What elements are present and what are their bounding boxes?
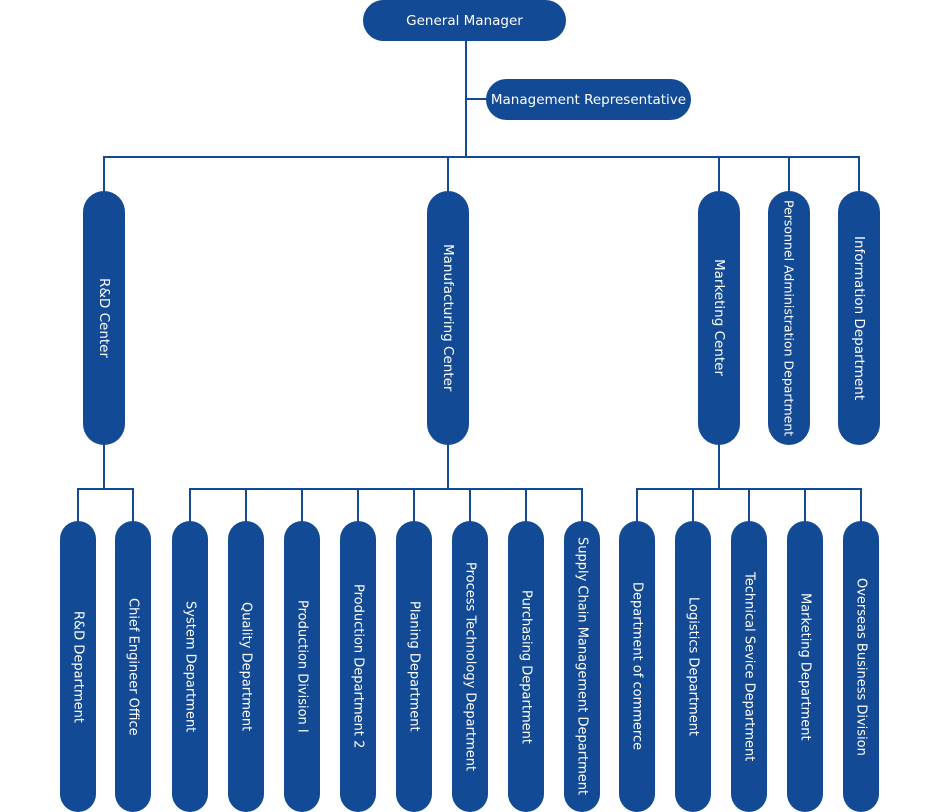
node-marketing-department: Marketing Department [787, 521, 823, 812]
connector-manufacturing-drop [301, 488, 303, 522]
node-logistics-department: Logistics Department [675, 521, 711, 812]
node-chief-engineer-office: Chief Engineer Office [115, 521, 151, 812]
connector-rd-drop [132, 488, 134, 522]
node-planing-department: Planing Department [396, 521, 432, 812]
node-manufacturing-center: Manufacturing Center [427, 191, 469, 445]
connector-manufacturing-drop [245, 488, 247, 522]
node-rd-center: R&D Center [83, 191, 125, 445]
node-overseas-business-division: Overseas Business Division [843, 521, 879, 812]
connector-assistant [465, 98, 487, 100]
node-department-of-commerce: Department of commerce [619, 521, 655, 812]
connector-drop-personnel [788, 156, 790, 192]
connector-rd-stem [103, 444, 105, 489]
connector-level1-bus [103, 156, 860, 158]
node-quality-department: Quality Department [228, 521, 264, 812]
node-information-department: Information Department [838, 191, 880, 445]
node-general-manager: General Manager [363, 0, 566, 41]
connector-manufacturing-drop [189, 488, 191, 522]
node-production-department-2: Production Department 2 [340, 521, 376, 812]
connector-manufacturing-bus [189, 488, 583, 490]
connector-manufacturing-drop [413, 488, 415, 522]
connector-marketing-drop [860, 488, 862, 522]
connector-drop-manufacturing-center [447, 156, 449, 192]
connector-manufacturing-drop [525, 488, 527, 522]
connector-manufacturing-stem [447, 444, 449, 489]
connector-drop-information [858, 156, 860, 192]
connector-marketing-drop [804, 488, 806, 522]
connector-marketing-stem [718, 444, 720, 489]
connector-rd-drop [77, 488, 79, 522]
node-process-technology-department: Process Technology Department [452, 521, 488, 812]
node-system-department: System Department [172, 521, 208, 812]
node-production-division-i: Production Division I [284, 521, 320, 812]
connector-drop-rd-center [103, 156, 105, 192]
node-technical-service-department: Technical Sevice Department [731, 521, 767, 812]
node-supply-chain-management-department: Supply Chain Management Department [564, 521, 600, 812]
connector-marketing-drop [692, 488, 694, 522]
node-rd-department: R&D Department [60, 521, 96, 812]
connector-rd-bus [77, 488, 134, 490]
node-management-representative: Management Representative [486, 79, 691, 120]
node-marketing-center: Marketing Center [698, 191, 740, 445]
connector-manufacturing-drop [357, 488, 359, 522]
connector-marketing-drop [636, 488, 638, 522]
connector-manufacturing-drop [469, 488, 471, 522]
connector-drop-marketing-center [718, 156, 720, 192]
node-purchasing-department: Purchasing Department [508, 521, 544, 812]
connector-marketing-drop [748, 488, 750, 522]
node-personnel-administration-department: Personnel Administration Department [768, 191, 810, 445]
connector-manufacturing-drop [581, 488, 583, 522]
